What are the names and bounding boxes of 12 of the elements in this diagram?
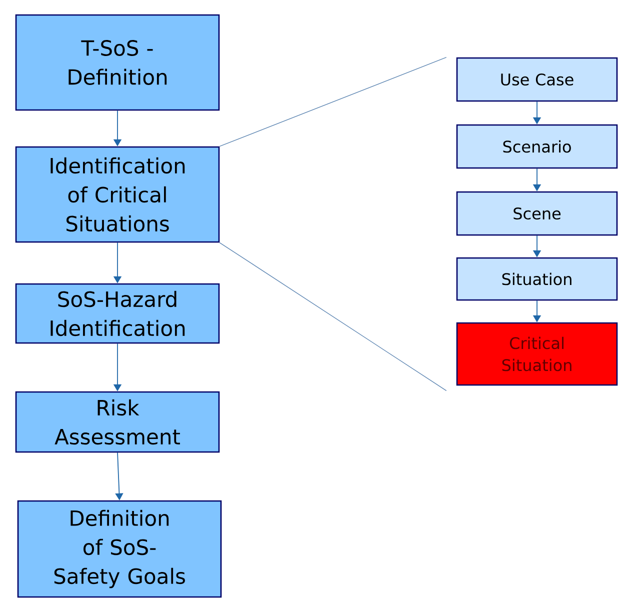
detail-box: Use Case xyxy=(456,57,618,102)
step-box: Identification of Critical Situations xyxy=(15,146,220,243)
detail-box: Situation xyxy=(456,257,618,301)
detail-box: Scenario xyxy=(456,124,618,169)
detail-box: Scene xyxy=(456,191,618,236)
step-box: T-SoS - Definition xyxy=(15,14,220,111)
critical-box: Critical Situation xyxy=(456,322,618,386)
zoom-line xyxy=(219,57,447,147)
step-box: Risk Assessment xyxy=(15,391,220,453)
zoom-line xyxy=(219,242,447,391)
step-box: Definition of SoS-Safety Goals xyxy=(17,500,222,598)
step-box: SoS-Hazard Identification xyxy=(15,283,220,344)
